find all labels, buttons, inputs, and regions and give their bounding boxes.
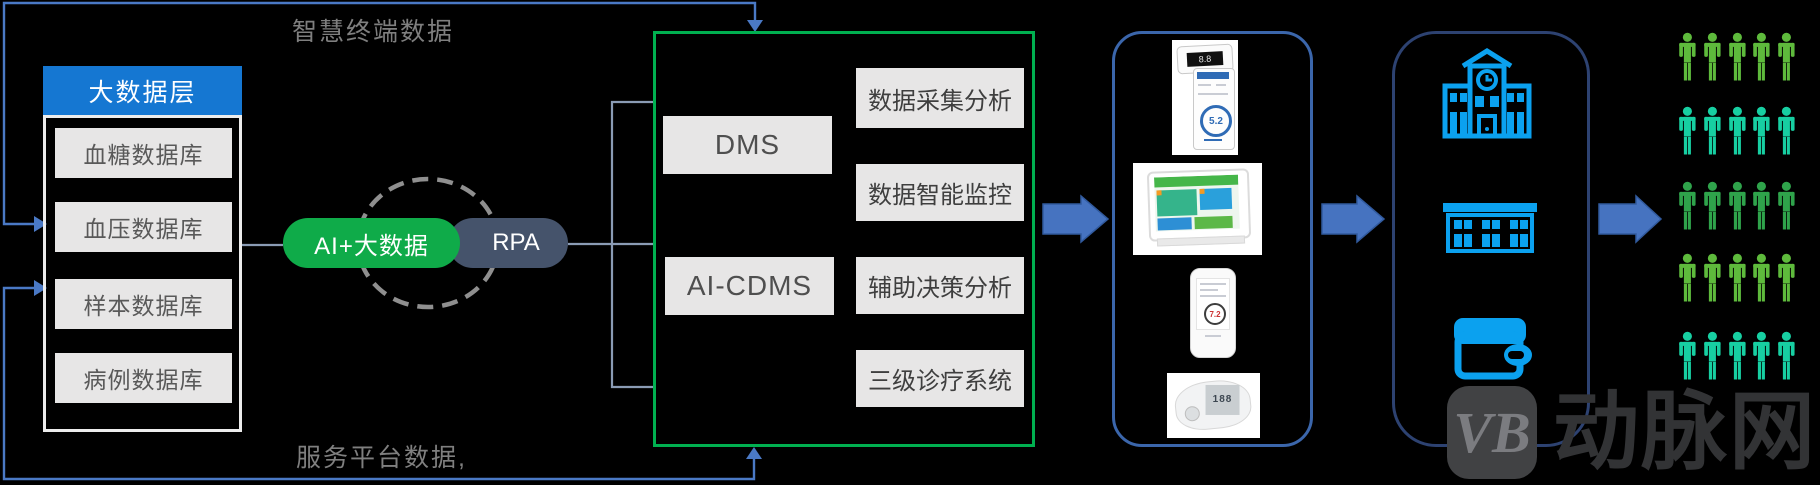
person-icon (1778, 253, 1795, 302)
population-row (1677, 328, 1797, 383)
person-icon (1778, 331, 1795, 380)
population-row (1677, 103, 1797, 158)
bottom-flow-label: 服务平台数据, (296, 444, 467, 472)
person-icon (1704, 331, 1721, 380)
smart-health-tablet-icon (1133, 163, 1262, 255)
population-row (1677, 250, 1797, 305)
person-icon (1679, 331, 1696, 380)
enterprise-building-icon (1443, 203, 1537, 253)
wallet-icon (1454, 318, 1532, 380)
person-icon (1679, 253, 1696, 302)
stage-arrow-icons (1042, 194, 1663, 244)
person-icon (1704, 181, 1721, 230)
middleware-connector-lines (242, 100, 653, 389)
person-icon (1728, 32, 1746, 81)
database-item-bloodpressure: 血压数据库 (55, 202, 232, 252)
hospital-building-icon (1442, 48, 1532, 139)
big-data-layer-box (43, 115, 242, 432)
person-icon (1728, 181, 1746, 230)
person-icon (1679, 32, 1696, 81)
capability-data-monitoring: 数据智能监控 (856, 164, 1024, 221)
person-icon (1728, 331, 1746, 380)
vb-logo: VB (1447, 386, 1537, 479)
capability-triage-system: 三级诊疗系统 (856, 350, 1024, 407)
person-icon (1679, 106, 1696, 155)
terminal-data-loop-lines (2, 1, 757, 481)
person-icon (1704, 253, 1721, 302)
population-row (1677, 29, 1797, 84)
person-icon (1778, 32, 1795, 81)
database-item-case: 病例数据库 (55, 353, 232, 403)
person-icon (1778, 181, 1795, 230)
database-item-glucose: 血糖数据库 (55, 128, 232, 178)
ai-bigdata-pill: AI+大数据 (283, 218, 460, 268)
person-icon (1753, 106, 1770, 155)
person-icon (1728, 253, 1746, 302)
capability-data-collection: 数据采集分析 (856, 68, 1024, 128)
rpa-pill: RPA (448, 218, 568, 268)
dms-module: DMS (663, 116, 832, 174)
person-icon (1778, 106, 1795, 155)
loop-arrowhead-icons (34, 20, 763, 459)
watermark-text: 动脉网 (1553, 384, 1817, 480)
capability-decision-support: 辅助决策分析 (856, 257, 1024, 314)
ai-cdms-module: AI-CDMS (665, 257, 834, 315)
person-icon (1753, 32, 1770, 81)
person-icon (1753, 181, 1770, 230)
watermark: VB 动脉网 (1447, 385, 1817, 480)
blood-pressure-monitor-icon: 188 (1167, 373, 1260, 438)
person-icon (1753, 331, 1770, 380)
person-icon (1704, 106, 1721, 155)
glucose-meter-handheld-icon: 8.8 5.2 (1172, 40, 1238, 155)
glucose-reading: 5.2 (1200, 105, 1232, 137)
platform-box (653, 31, 1035, 447)
top-flow-label: 智慧终端数据 (292, 18, 455, 46)
person-icon (1753, 253, 1770, 302)
devices-box (1112, 31, 1313, 447)
person-icon (1679, 181, 1696, 230)
person-icon (1704, 32, 1721, 81)
person-icon (1728, 106, 1746, 155)
monitor-reading: 7.2 (1204, 303, 1226, 325)
database-item-sample: 样本数据库 (55, 279, 232, 329)
portable-health-monitor-icon: 7.2 (1188, 268, 1236, 358)
population-row (1677, 178, 1797, 233)
population-grid (1677, 0, 1807, 485)
big-data-layer-header: 大数据层 (43, 66, 242, 115)
